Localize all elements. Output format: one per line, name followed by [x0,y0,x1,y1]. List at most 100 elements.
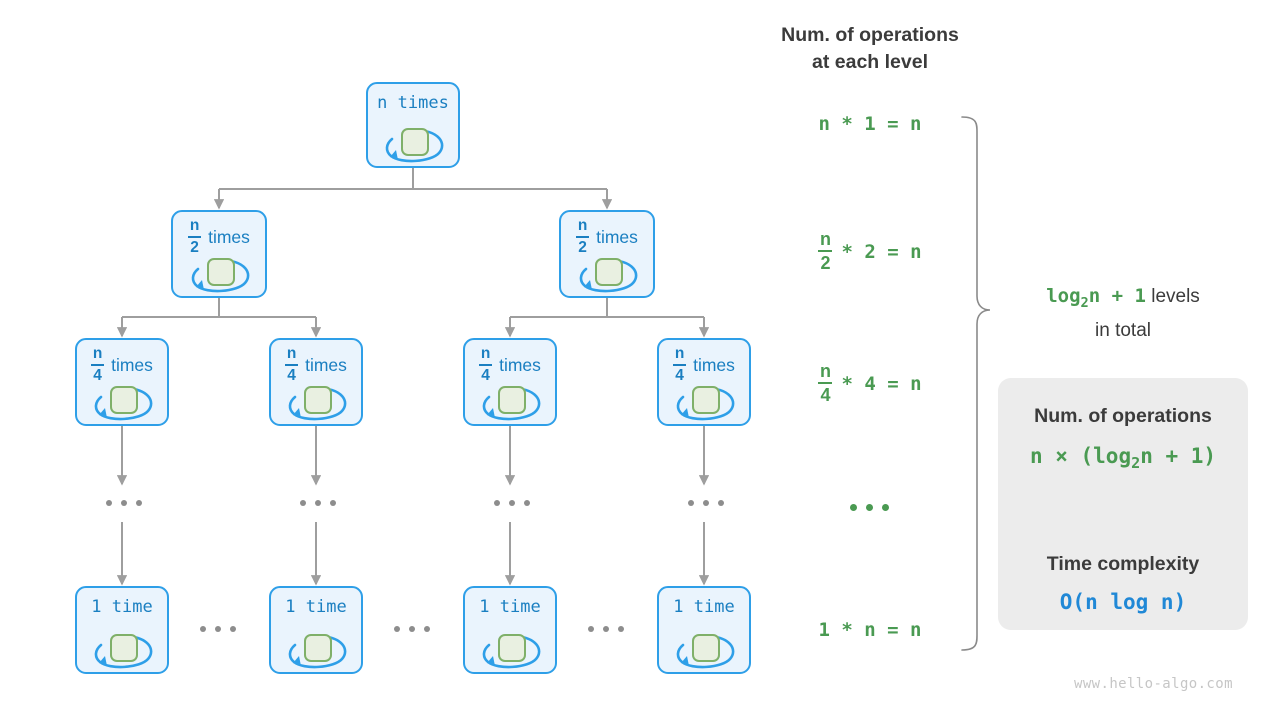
dot [315,500,321,506]
tree-node-l2-2[interactable]: n 2 times [559,210,655,298]
vertical-ellipsis [106,500,142,506]
loop-arrow-icon [94,386,153,421]
levels-formula: log2n + 1 [1046,285,1146,311]
site-watermark: www.hello-algo.com [1074,676,1233,692]
card-formula-suffix: n + 1) [1140,444,1217,468]
fraction-numerator: n [92,345,103,362]
fraction: n 4 [479,345,493,384]
card-formula-prefix: n × (log [1029,444,1132,468]
ops-row-level-1: n * 1 = n [780,110,960,138]
node-label: n 4 times [271,345,361,384]
dot [394,626,400,632]
fraction-numerator: n [819,228,831,249]
node-label: 1 time [673,597,735,617]
card-heading-complexity: Time complexity [1046,553,1200,575]
ops-row-level-3: n 4 * 4 = n [780,362,960,404]
node-label: 1 time [285,597,347,617]
fraction-denominator: 2 [578,238,587,256]
horizontal-ellipsis [200,626,236,632]
operation-unit-box [207,258,235,286]
dot [509,500,515,506]
summary-card: Num. of operations n × (log2n + 1) Time … [998,378,1248,630]
fraction: n 4 [91,345,105,384]
fraction-bar [576,235,590,238]
loop-arrow-icon [94,634,153,669]
operation-unit-box [110,386,138,414]
vertical-ellipsis [300,500,336,506]
dot [603,626,609,632]
fraction-denominator: 4 [481,366,490,384]
tree-node-leaf-2[interactable]: 1 time [269,586,363,674]
vertical-ellipsis [688,500,724,506]
tree-node-l3-2[interactable]: n 4 times [269,338,363,426]
dot [718,500,724,506]
dot [703,500,709,506]
levels-formula-subscript: 2 [1080,294,1089,311]
operation-unit-box [304,386,332,414]
fraction-denominator: 2 [820,253,831,274]
fraction-bar [479,363,493,366]
ops-row-level-2: n 2 * 2 = n [780,230,960,274]
loop-arrow-icon [191,258,250,293]
card-heading-operations: Num. of operations [1034,405,1212,427]
node-label-suffix: times [111,355,153,375]
fraction-bar [818,381,833,385]
fraction-denominator: 4 [675,366,684,384]
node-label-suffix: times [596,227,638,247]
ops-row-ellipsis [850,504,889,511]
tree-node-l3-4[interactable]: n 4 times [657,338,751,426]
ops-row-text: n * 1 = n [818,113,922,135]
loop-arrow-icon [676,634,735,669]
card-formula-subscript: 2 [1131,454,1141,473]
tree-node-leaf-4[interactable]: 1 time [657,586,751,674]
levels-total-line1: log2n + 1 levels [1005,283,1241,317]
card-formula-operations: n × (log2n + 1) [998,444,1248,472]
tree-node-leaf-3[interactable]: 1 time [463,586,557,674]
dot [494,500,500,506]
levels-in-total: log2n + 1 levels in total [1005,283,1241,344]
levels-formula-prefix: log [1046,285,1081,307]
node-label-suffix: times [208,227,250,247]
loop-arrow-icon [676,386,735,421]
node-label: n 4 times [465,345,555,384]
ops-row-level-last: 1 * n = n [780,616,960,644]
dot [866,504,873,511]
tree-node-l3-1[interactable]: n 4 times [75,338,169,426]
dot [230,626,236,632]
dot [106,500,112,506]
fraction-denominator: 4 [93,366,102,384]
node-label: n times [377,93,449,113]
fraction: n 4 [818,360,833,406]
dot [882,504,889,511]
fraction-bar [91,363,105,366]
tree-node-leaf-1[interactable]: 1 time [75,586,169,674]
node-label: 1 time [91,597,153,617]
loop-arrow-icon [482,386,541,421]
horizontal-ellipsis [394,626,430,632]
tree-node-l3-3[interactable]: n 4 times [463,338,557,426]
fraction-numerator: n [480,345,491,362]
node-label-suffix: times [499,355,541,375]
dot [215,626,221,632]
fraction-numerator: n [577,217,588,234]
node-label: n 2 times [173,218,265,256]
fraction-numerator: n [286,345,297,362]
operation-unit-box [692,386,720,414]
node-label: n 2 times [561,217,653,256]
dot [136,500,142,506]
operation-unit-box [110,634,138,662]
dot [524,500,530,506]
levels-brace [961,116,991,651]
loop-arrow-icon [482,634,541,669]
operation-unit-box [595,258,623,286]
node-label: n 4 times [659,346,749,384]
fraction-denominator: 4 [820,385,831,406]
tree-node-l2-1[interactable]: n 2 times [171,210,267,298]
horizontal-ellipsis [588,626,624,632]
fraction-bar [673,363,687,366]
fraction-denominator: 2 [190,238,199,256]
tree-node-root[interactable]: n times [366,82,460,168]
fraction-numerator: n [819,360,831,381]
dot [424,626,430,632]
